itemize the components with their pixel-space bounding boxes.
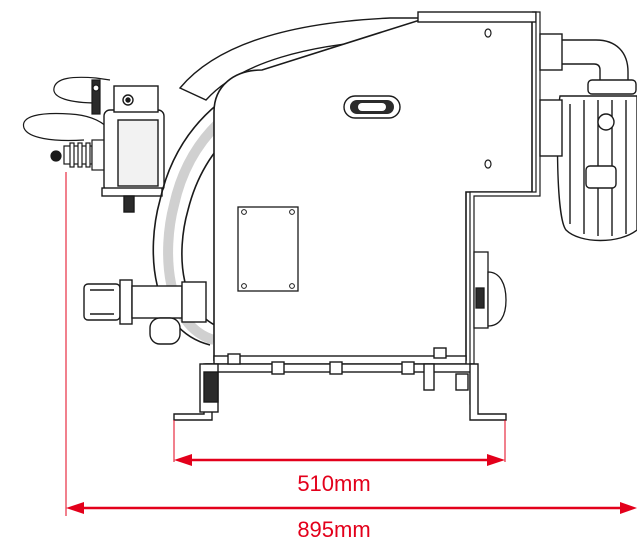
arrowhead-right-inner bbox=[487, 454, 505, 466]
pressure-gauge bbox=[473, 251, 507, 329]
quick-connect-plug bbox=[50, 139, 107, 171]
dimension-inner: 510mm bbox=[173, 420, 506, 496]
base-frame bbox=[173, 347, 507, 421]
inlet-pipe bbox=[83, 279, 207, 345]
motor-unit bbox=[101, 85, 165, 213]
filter-assembly bbox=[539, 33, 637, 242]
arrowhead-left-overall bbox=[66, 502, 84, 514]
cable-coils bbox=[23, 76, 111, 142]
overall-width-label: 895mm bbox=[297, 517, 370, 542]
base-bolts bbox=[227, 347, 469, 391]
dimension-overall: 895mm bbox=[65, 172, 637, 542]
main-housing bbox=[213, 11, 541, 405]
inner-width-label: 510mm bbox=[297, 471, 370, 496]
arrowhead-right-overall bbox=[620, 502, 637, 514]
arrowhead-left-inner bbox=[174, 454, 192, 466]
